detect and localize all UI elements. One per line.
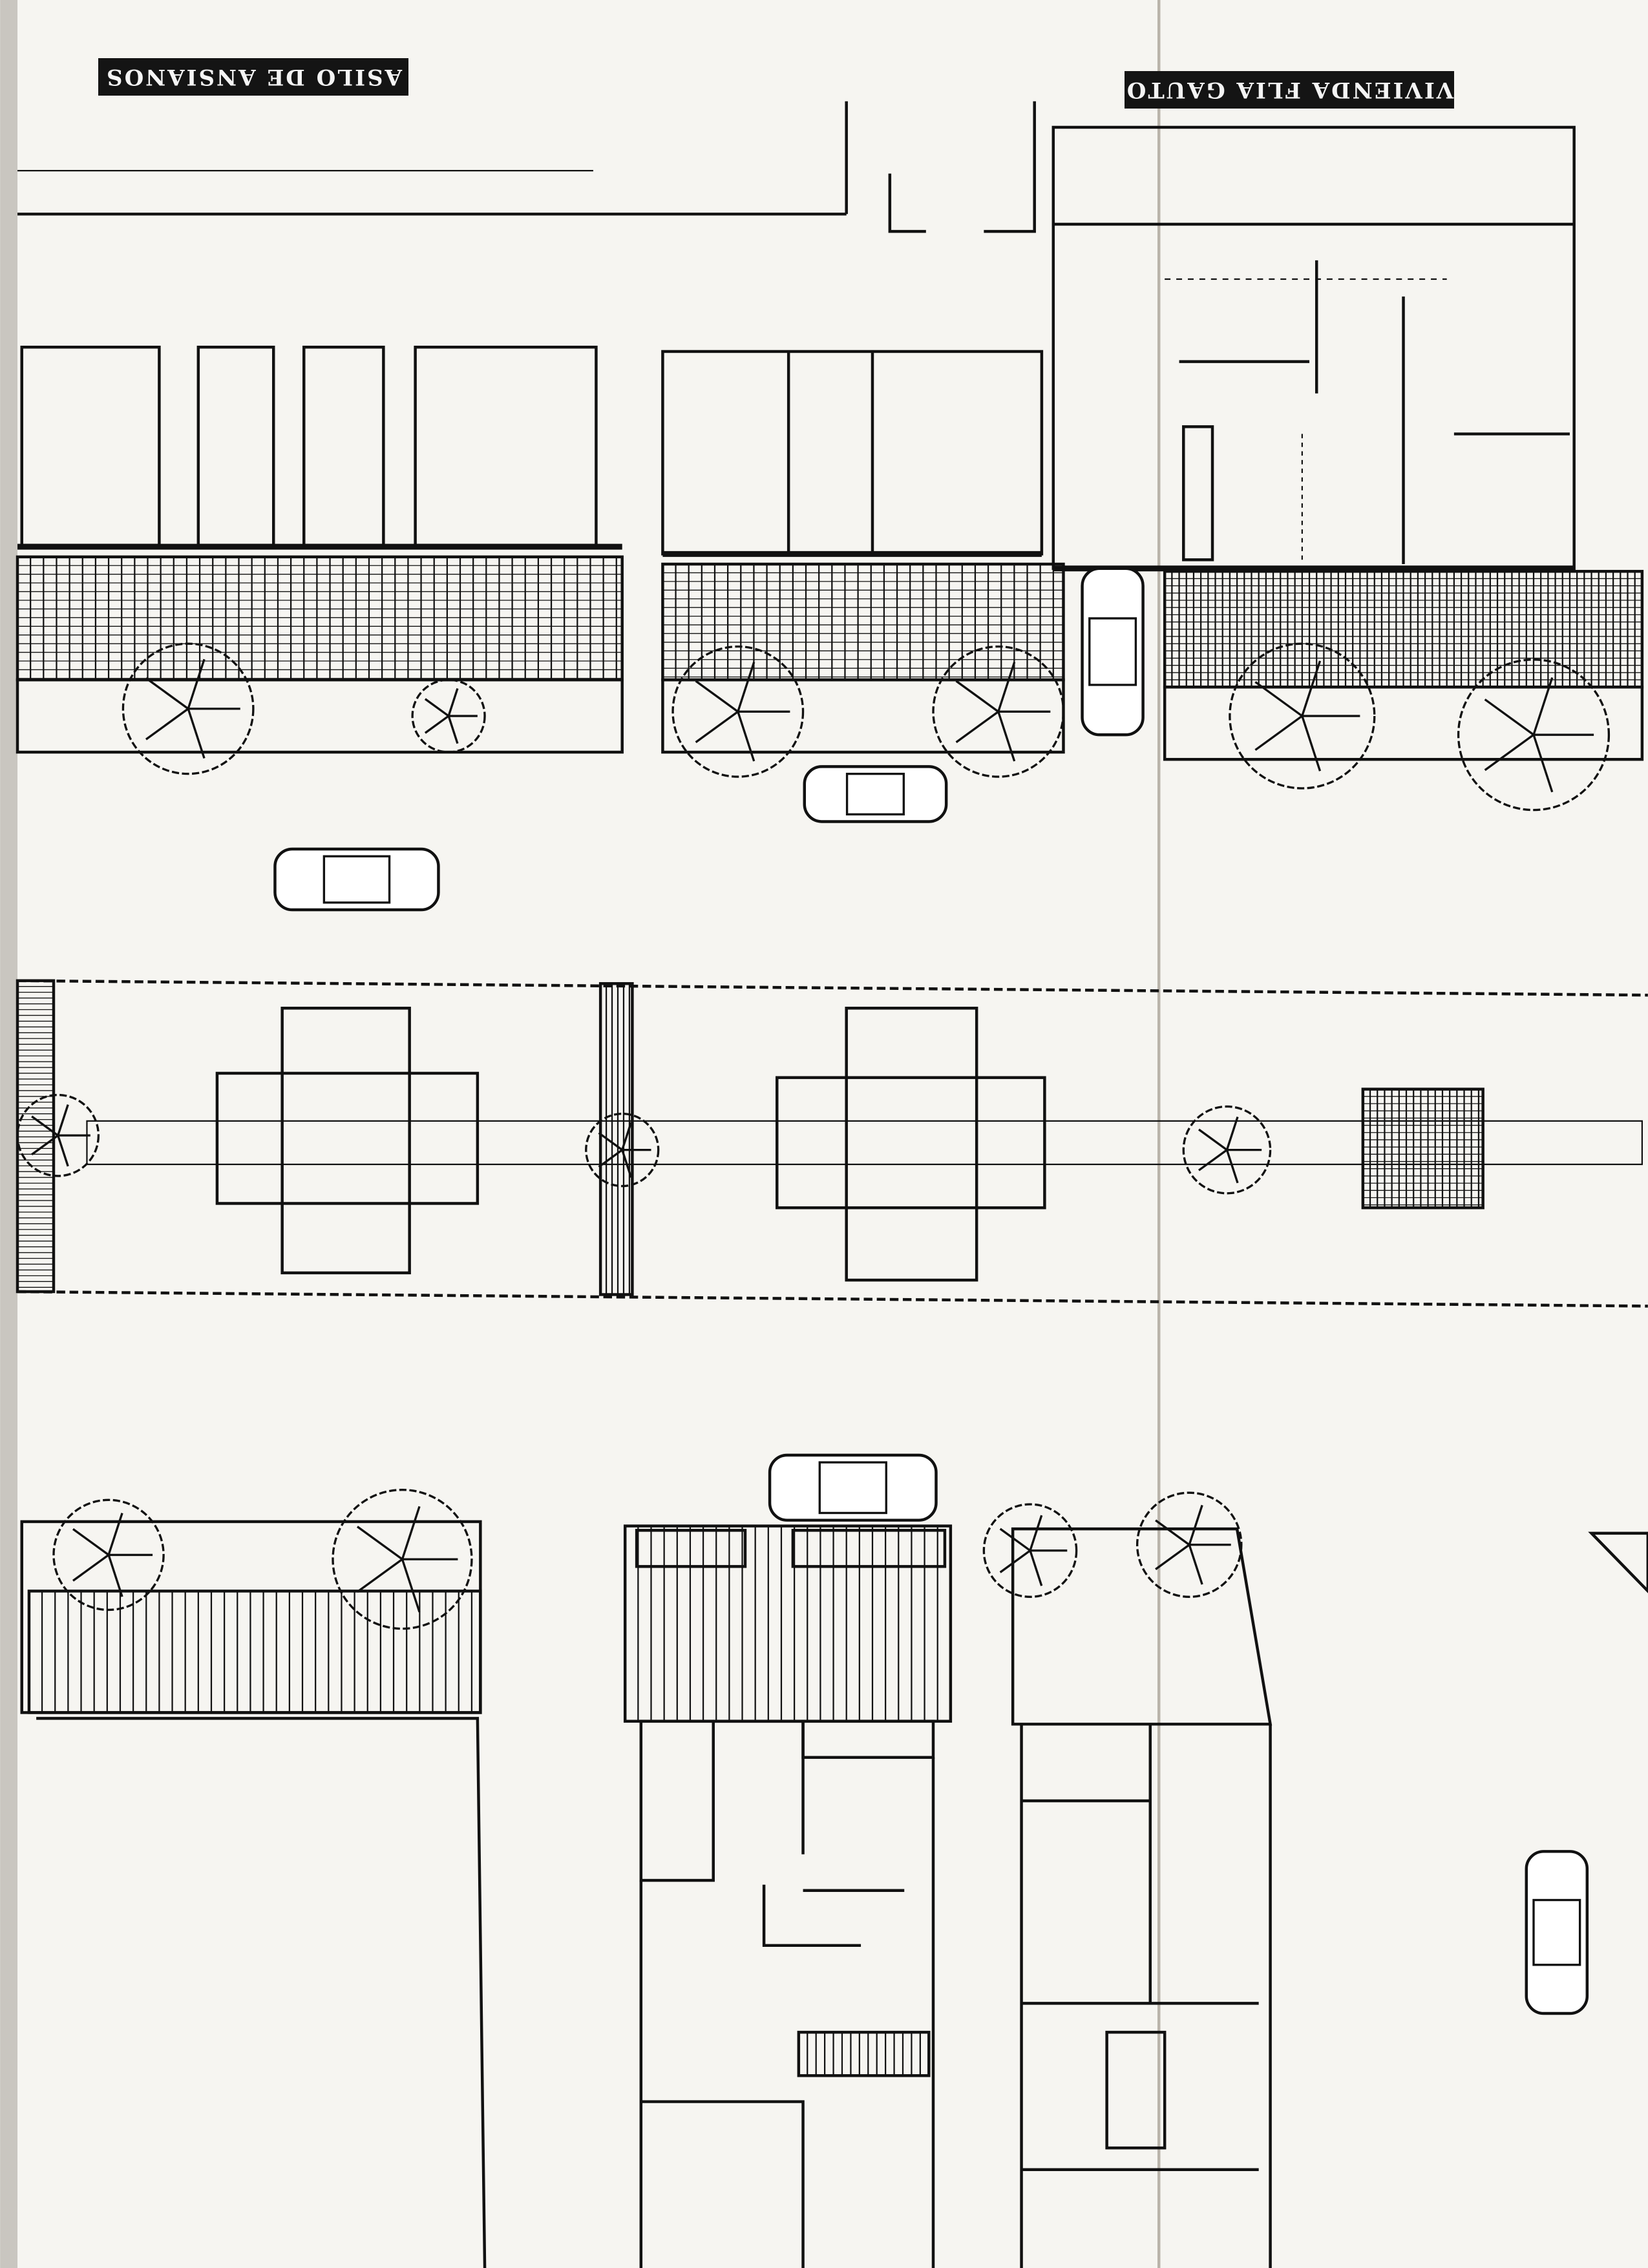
- tree-icon: [332, 1488, 473, 1630]
- vivienda-title-label: VIVIENDA FLIA GAUTO: [1125, 71, 1454, 109]
- car-icon: [273, 847, 440, 912]
- tree-icon: [1182, 1105, 1272, 1195]
- car-icon: [1525, 1850, 1589, 2015]
- tree-icon: [121, 642, 255, 775]
- car-icon: [803, 765, 948, 823]
- tree-icon: [671, 645, 805, 778]
- asilo-title-label: ASILO DE ANSIANOS: [98, 58, 408, 96]
- trees: [16, 642, 1611, 1630]
- cars: [273, 567, 1589, 2015]
- tree-icon: [982, 1503, 1078, 1599]
- binding-strip: [0, 0, 18, 2268]
- tree-icon: [411, 678, 486, 753]
- car-icon: [768, 1453, 938, 1522]
- tree-icon: [585, 1112, 660, 1188]
- tree-icon: [1136, 1491, 1243, 1599]
- tree-icon: [16, 1093, 100, 1177]
- tree-icon: [52, 1498, 165, 1612]
- tree-icon: [1229, 642, 1376, 790]
- car-icon: [1081, 567, 1145, 737]
- tree-icon: [932, 645, 1065, 778]
- tree-icon: [1457, 658, 1611, 812]
